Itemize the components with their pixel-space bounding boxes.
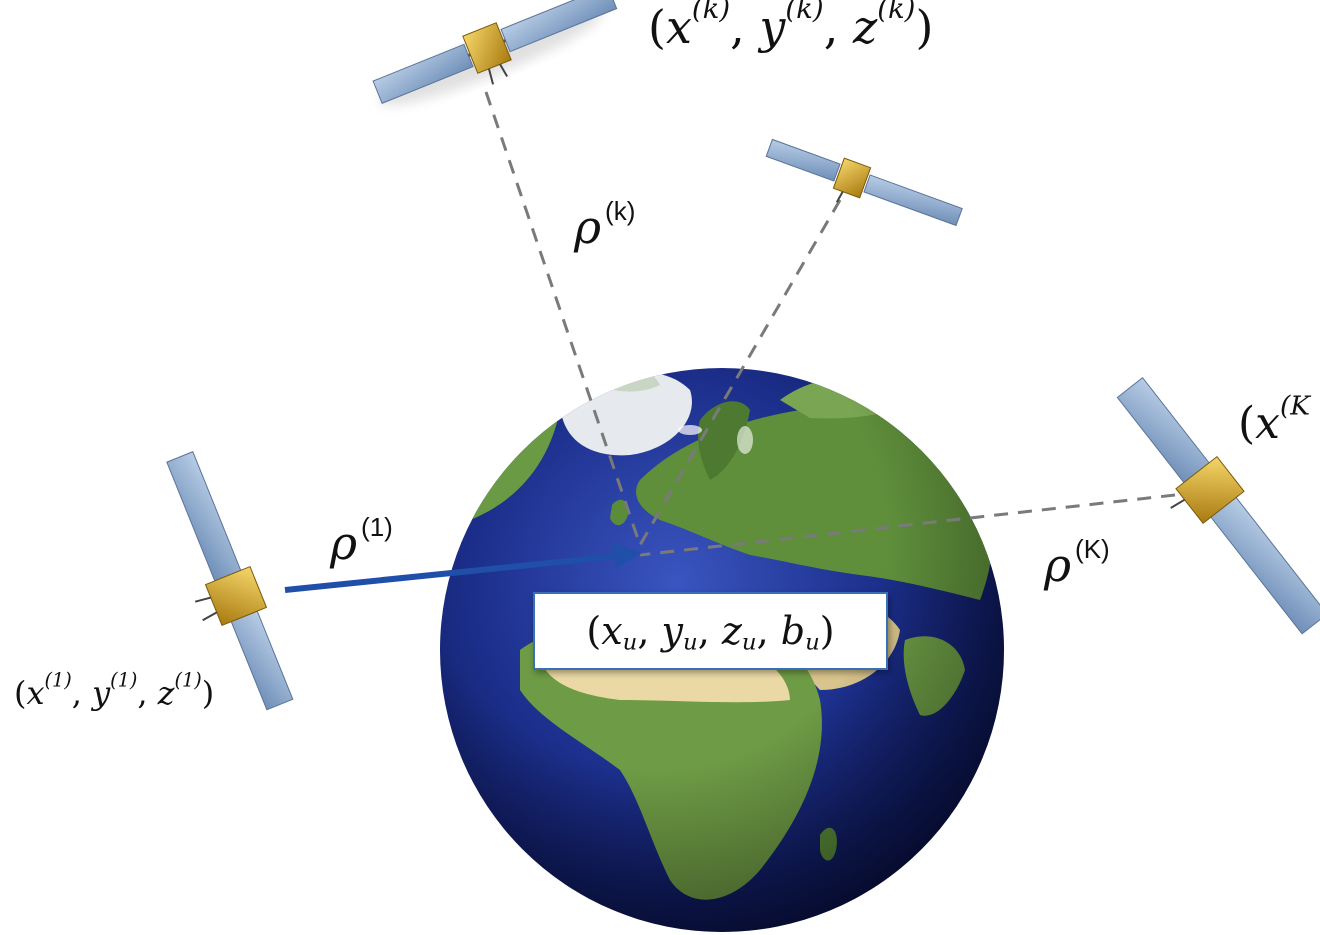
satellite-icon xyxy=(765,138,963,227)
satellite-1-coordinates: (x(1), y(1), z(1)) xyxy=(14,668,215,712)
satellite-K-coordinates: (x(K xyxy=(1238,390,1311,449)
range-line-K xyxy=(639,493,1176,557)
range-label-k: ρ(k) xyxy=(574,195,636,254)
range-line-middle xyxy=(638,199,842,546)
range-line-k xyxy=(484,91,642,546)
range-lines xyxy=(484,91,1176,557)
satellite-k-coordinates: (x(k), y(k), z(k)) xyxy=(648,0,934,54)
range-label-1: ρ(1) xyxy=(330,511,393,570)
satellite-icon xyxy=(1116,377,1320,635)
satellite-icon xyxy=(166,451,294,711)
range-arrow-1 xyxy=(284,542,642,593)
user-position-box: (xu, yu, zu, bu) xyxy=(533,592,888,670)
satellite-icon xyxy=(372,0,618,106)
range-label-K: ρ(K) xyxy=(1044,533,1110,592)
